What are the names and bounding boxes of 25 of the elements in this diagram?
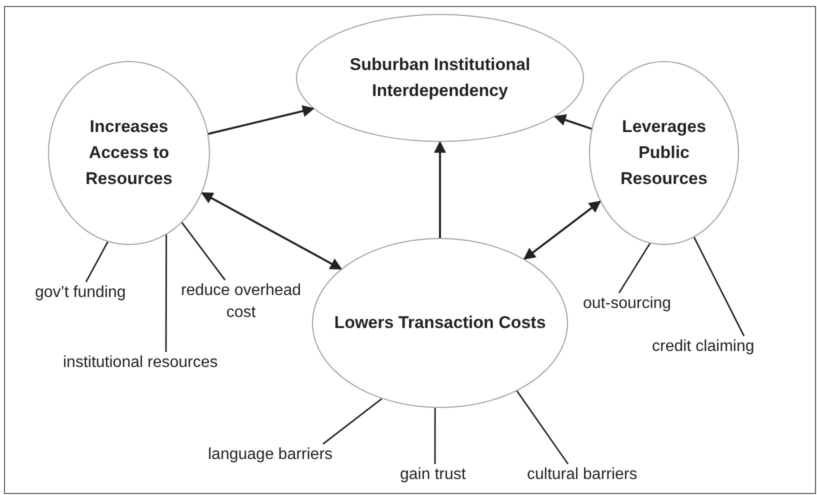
factor-label: cultural barriers — [527, 464, 638, 486]
factor-label: language barriers — [208, 444, 333, 466]
arrow — [208, 105, 315, 135]
arrow — [554, 114, 592, 130]
concept-title: Leverages Public Resources — [620, 116, 708, 190]
leader-line — [165, 234, 168, 352]
factor-label: credit claiming — [652, 336, 754, 358]
leader-line — [618, 242, 651, 294]
concept-title: Suburban Institutional Interdependency — [348, 54, 532, 102]
arrow — [434, 140, 446, 238]
factor-label: gain trust — [400, 464, 466, 486]
leader-line — [85, 241, 108, 282]
arrow — [200, 192, 342, 270]
leader-line — [516, 390, 569, 464]
leader-line — [322, 398, 382, 445]
concept-title: Increases Access to Resources — [84, 116, 174, 190]
leader-line — [181, 222, 226, 280]
leader-line — [434, 408, 436, 464]
arrow — [523, 200, 602, 260]
factor-label: institutional resources — [63, 352, 218, 374]
factor-label: reduce overhead cost — [170, 280, 312, 324]
leader-line — [693, 236, 745, 336]
concept-title: Lowers Transaction Costs — [334, 312, 546, 334]
factor-label: gov’t funding — [35, 282, 126, 304]
factor-label: out-sourcing — [583, 293, 672, 315]
